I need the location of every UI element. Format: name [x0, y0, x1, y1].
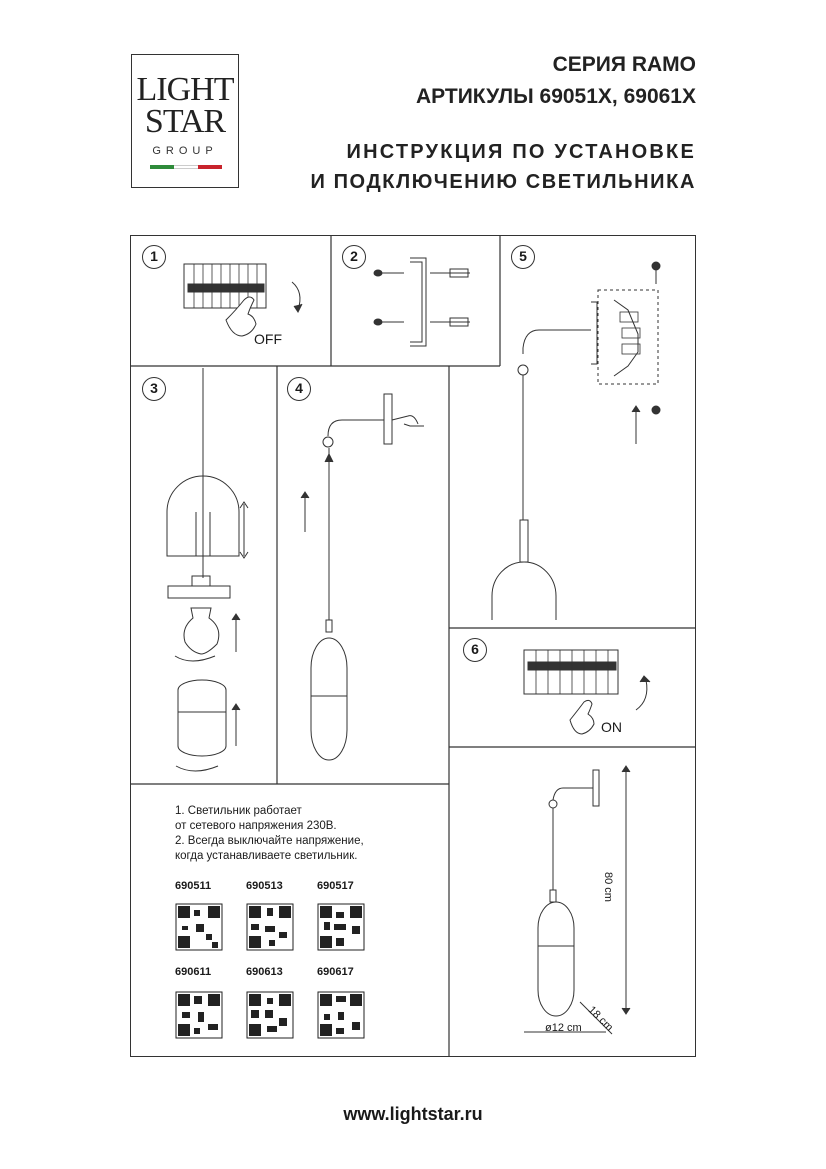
article-code: 690511: [175, 880, 212, 892]
step-5-badge: 5: [511, 245, 535, 269]
instruction-title-line1: ИНСТРУКЦИЯ ПО УСТАНОВКЕ: [346, 141, 696, 163]
qr-codes: [175, 903, 365, 1039]
qr-code: [246, 903, 294, 951]
on-label: ON: [601, 719, 622, 735]
step-1-badge: 1: [142, 245, 166, 269]
logo-text-group: GROUP: [152, 145, 218, 157]
flag-red: [198, 165, 222, 169]
article-code: 690611: [175, 966, 212, 978]
step-6-badge: 6: [463, 638, 487, 662]
logo-text-light: LIGHT: [136, 71, 235, 108]
dimensions-illustration: [524, 765, 631, 1035]
flag-green: [150, 165, 174, 169]
qr-code: [317, 991, 365, 1039]
note-line-4: когда устанавливаете светильник.: [175, 850, 358, 862]
brand-logo: LIGHT STAR GROUP: [131, 54, 239, 188]
note-line-3: 2. Всегда выключайте напряжение,: [175, 835, 364, 847]
article-code: 690517: [317, 880, 354, 892]
series-title: СЕРИЯ RAMO: [552, 53, 696, 76]
lamp-assembly-illustration: [166, 368, 249, 772]
instruction-title-line2: И ПОДКЛЮЧЕНИЮ СВЕТИЛЬНИКА: [310, 171, 696, 193]
article-code: 690513: [246, 880, 283, 892]
off-label: OFF: [254, 331, 282, 347]
note-line-2: от сетевого напряжения 230В.: [175, 820, 337, 832]
qr-code: [175, 991, 223, 1039]
breaker-panel-on-illustration: [523, 649, 651, 735]
mounting-bracket-illustration: [373, 257, 470, 347]
height-dimension: 80 cm: [602, 872, 614, 902]
qr-code: [175, 903, 223, 951]
wiring-terminal-illustration: [491, 261, 661, 620]
safety-notes: 1. Светильник работает от сетевого напря…: [175, 804, 364, 864]
step-3-badge: 3: [142, 377, 166, 401]
italian-flag-stripe: [150, 165, 222, 169]
article-code: 690617: [317, 966, 354, 978]
flag-white: [174, 165, 198, 169]
breaker-panel-off-illustration: [183, 263, 303, 337]
article-code: 690613: [246, 966, 283, 978]
qr-code: [317, 903, 365, 951]
diameter-dimension: ø12 cm: [545, 1022, 582, 1034]
step-4-badge: 4: [287, 377, 311, 401]
lamp-hang-illustration: [300, 393, 424, 761]
website-link[interactable]: www.lightstar.ru: [343, 1104, 483, 1124]
note-line-1: 1. Светильник работает: [175, 805, 302, 817]
qr-code: [246, 991, 294, 1039]
step-2-badge: 2: [342, 245, 366, 269]
article-numbers: АРТИКУЛЫ 69051X, 69061X: [415, 85, 696, 108]
instruction-frame: [130, 235, 696, 1057]
logo-text-star: STAR: [144, 103, 226, 140]
